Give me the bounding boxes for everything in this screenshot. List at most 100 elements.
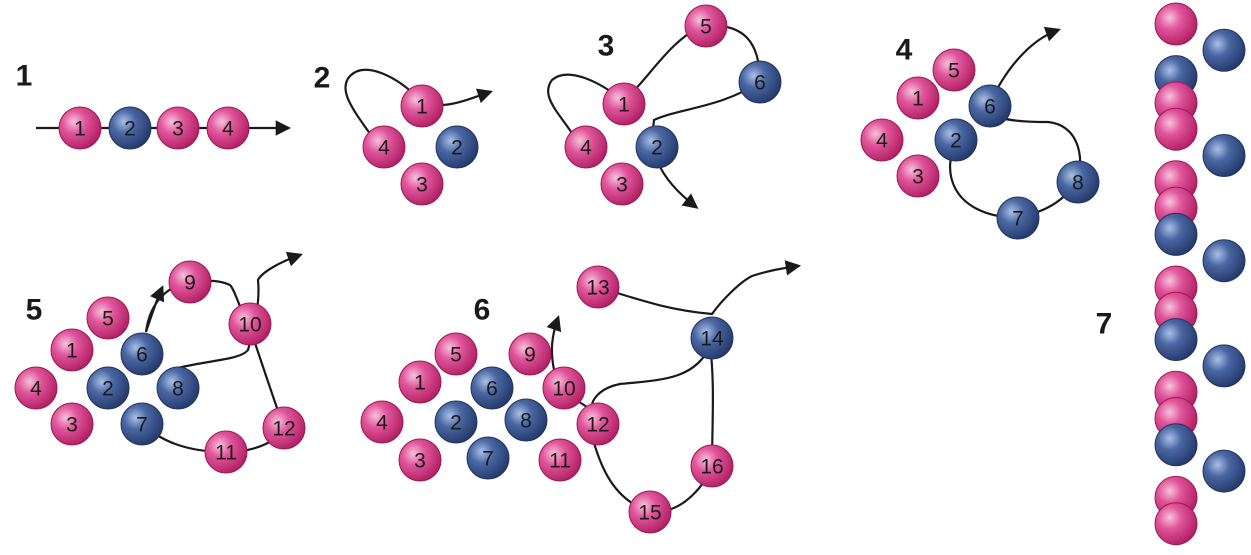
step-5-bead-6: 6 bbox=[120, 332, 164, 376]
bead-shape bbox=[58, 106, 102, 150]
bead-label: 12 bbox=[586, 414, 609, 437]
bead-shape bbox=[120, 332, 164, 376]
bead-label: 5 bbox=[948, 60, 960, 83]
bead-label: 4 bbox=[580, 137, 592, 160]
step-4-bead-1: 1 bbox=[896, 76, 940, 120]
bead-label: 3 bbox=[912, 166, 924, 189]
bead-shape bbox=[466, 436, 510, 480]
bead-label: 1 bbox=[74, 118, 86, 141]
bead-label: 2 bbox=[450, 412, 462, 435]
step-1-bead-3: 3 bbox=[156, 106, 200, 150]
step-6-bead-11: 11 bbox=[538, 438, 582, 482]
bead-label: 1 bbox=[66, 340, 78, 363]
step-5-bead-9: 9 bbox=[168, 260, 212, 304]
step-4-bead-3: 3 bbox=[896, 154, 940, 198]
step-5-bead-2: 2 bbox=[86, 366, 130, 410]
bead-shape bbox=[860, 118, 904, 162]
bead-shape bbox=[400, 84, 444, 128]
bead-label: 12 bbox=[272, 418, 295, 441]
bead-shape bbox=[398, 438, 442, 482]
step-number-3: 3 bbox=[598, 30, 615, 63]
step-4-bead-5: 5 bbox=[932, 48, 976, 92]
step-7-bead-20 bbox=[1154, 502, 1198, 546]
bead-shape bbox=[564, 125, 608, 169]
step-2-bead-2: 2 bbox=[435, 125, 479, 169]
step-6-bead-14: 14 bbox=[690, 316, 734, 360]
bead-label: 7 bbox=[482, 448, 494, 471]
bead-shape bbox=[108, 106, 152, 150]
bead-label: 8 bbox=[172, 378, 184, 401]
step-number-4: 4 bbox=[896, 34, 913, 67]
step-5-bead-12: 12 bbox=[262, 406, 306, 450]
bead-shape bbox=[1154, 107, 1198, 151]
bead-label: 2 bbox=[950, 130, 962, 153]
bead-shape bbox=[1056, 160, 1100, 204]
step-5-bead-5: 5 bbox=[86, 296, 130, 340]
step-7-bead-17 bbox=[1154, 423, 1198, 467]
step-4-bead-8: 8 bbox=[1056, 160, 1100, 204]
step-1-bead-4: 4 bbox=[206, 106, 250, 150]
step-2-bead-4: 4 bbox=[362, 125, 406, 169]
bead-shape bbox=[968, 84, 1012, 128]
bead-shape bbox=[156, 106, 200, 150]
bead-shape bbox=[168, 260, 212, 304]
step-7-bead-10 bbox=[1202, 239, 1246, 283]
bead-shape bbox=[434, 400, 478, 444]
bead-label: 10 bbox=[552, 378, 575, 401]
bead-shape bbox=[228, 302, 272, 346]
step-7-bead-18 bbox=[1202, 449, 1246, 493]
bead-label: 2 bbox=[102, 378, 114, 401]
bead-shape bbox=[120, 402, 164, 446]
step-6-bead-3: 3 bbox=[398, 438, 442, 482]
bead-label: 6 bbox=[984, 96, 996, 119]
step-number-7: 7 bbox=[1096, 308, 1113, 341]
bead-label: 4 bbox=[876, 130, 888, 153]
step-6-bead-10: 10 bbox=[542, 366, 586, 410]
bead-label: 5 bbox=[700, 16, 712, 39]
thread-step-2 bbox=[344, 68, 493, 149]
bead-shape bbox=[504, 398, 548, 442]
step-6-bead-5: 5 bbox=[434, 332, 478, 376]
step-5-bead-10: 10 bbox=[228, 302, 272, 346]
bead-label: 4 bbox=[30, 378, 42, 401]
bead-label: 2 bbox=[451, 137, 463, 160]
bead-label: 2 bbox=[124, 118, 136, 141]
bead-label: 6 bbox=[486, 378, 498, 401]
step-6-bead-2: 2 bbox=[434, 400, 478, 444]
bead-shape bbox=[435, 125, 479, 169]
step-4-bead-7: 7 bbox=[996, 196, 1040, 240]
step-2-bead-1: 1 bbox=[400, 84, 444, 128]
bead-shape bbox=[50, 402, 94, 446]
bead-shape bbox=[1154, 423, 1198, 467]
bead-label: 6 bbox=[754, 72, 766, 95]
bead-label: 1 bbox=[416, 96, 428, 119]
bead-shape bbox=[156, 366, 200, 410]
bead-label: 15 bbox=[638, 502, 661, 525]
step-3-bead-1: 1 bbox=[602, 82, 646, 126]
bead-shape bbox=[262, 406, 306, 450]
step-6-bead-9: 9 bbox=[508, 332, 552, 376]
step-7-bead-9 bbox=[1154, 212, 1198, 256]
step-1-bead-2: 2 bbox=[108, 106, 152, 150]
bead-label: 6 bbox=[136, 344, 148, 367]
bead-label: 8 bbox=[1072, 172, 1084, 195]
bead-shape bbox=[738, 60, 782, 104]
bead-label: 11 bbox=[549, 450, 571, 473]
bead-label: 7 bbox=[1012, 208, 1024, 231]
step-3-bead-6: 6 bbox=[738, 60, 782, 104]
bead-shape bbox=[400, 162, 444, 206]
step-6-bead-8: 8 bbox=[504, 398, 548, 442]
step-6-bead-6: 6 bbox=[470, 366, 514, 410]
bead-label: 10 bbox=[238, 314, 261, 337]
bead-shape bbox=[1202, 239, 1246, 283]
bead-shape bbox=[542, 366, 586, 410]
bead-shape bbox=[1154, 318, 1198, 362]
bead-shape bbox=[635, 125, 679, 169]
bead-label: 13 bbox=[586, 277, 609, 300]
bead-label: 3 bbox=[172, 118, 184, 141]
step-numbers: 1 2 3 4 5 6 7 bbox=[16, 30, 1113, 341]
bead-shape bbox=[206, 106, 250, 150]
step-2-bead-3: 3 bbox=[400, 162, 444, 206]
bead-shape bbox=[1202, 134, 1246, 177]
